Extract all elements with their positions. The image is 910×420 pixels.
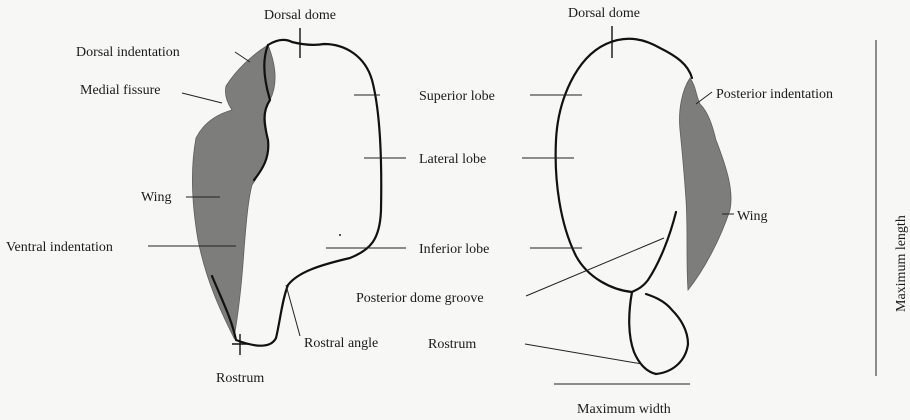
right-otolith-outline bbox=[556, 39, 692, 292]
label-medial-fissure: Medial fissure bbox=[80, 83, 160, 98]
leader-rostrum-right bbox=[525, 344, 642, 364]
left-wing-shading bbox=[192, 45, 275, 338]
label-inferior-lobe: Inferior lobe bbox=[419, 242, 489, 257]
label-rostrum-left: Rostrum bbox=[216, 371, 264, 386]
label-dorsal-dome-right: Dorsal dome bbox=[568, 6, 640, 21]
leader-rostral-angle bbox=[286, 285, 300, 336]
leader-dorsal-indentation bbox=[235, 52, 250, 62]
leader-posterior-dome-groove bbox=[526, 238, 664, 296]
right-rostrum-outline bbox=[629, 292, 688, 374]
leader-posterior-indentation bbox=[696, 92, 712, 104]
label-maximum-width: Maximum width bbox=[577, 402, 671, 417]
label-ventral-indentation: Ventral indentation bbox=[6, 240, 113, 255]
label-superior-lobe: Superior lobe bbox=[419, 89, 495, 104]
label-wing-left: Wing bbox=[141, 190, 172, 205]
label-posterior-dome-groove: Posterior dome groove bbox=[356, 291, 484, 306]
left-speck bbox=[339, 234, 341, 236]
label-lateral-lobe: Lateral lobe bbox=[419, 152, 486, 167]
label-maximum-length: Maximum length bbox=[894, 215, 909, 312]
right-otolith bbox=[556, 26, 731, 374]
label-dorsal-dome-left: Dorsal dome bbox=[264, 8, 336, 23]
label-posterior-indentation: Posterior indentation bbox=[716, 87, 833, 102]
label-dorsal-indentation: Dorsal indentation bbox=[76, 45, 180, 60]
label-rostral-angle: Rostral angle bbox=[304, 336, 378, 351]
right-wing-shading bbox=[679, 78, 731, 290]
left-otolith bbox=[192, 28, 381, 355]
label-rostrum-right: Rostrum bbox=[428, 337, 476, 352]
leader-medial-fissure bbox=[182, 93, 222, 103]
label-wing-right: Wing bbox=[737, 209, 768, 224]
